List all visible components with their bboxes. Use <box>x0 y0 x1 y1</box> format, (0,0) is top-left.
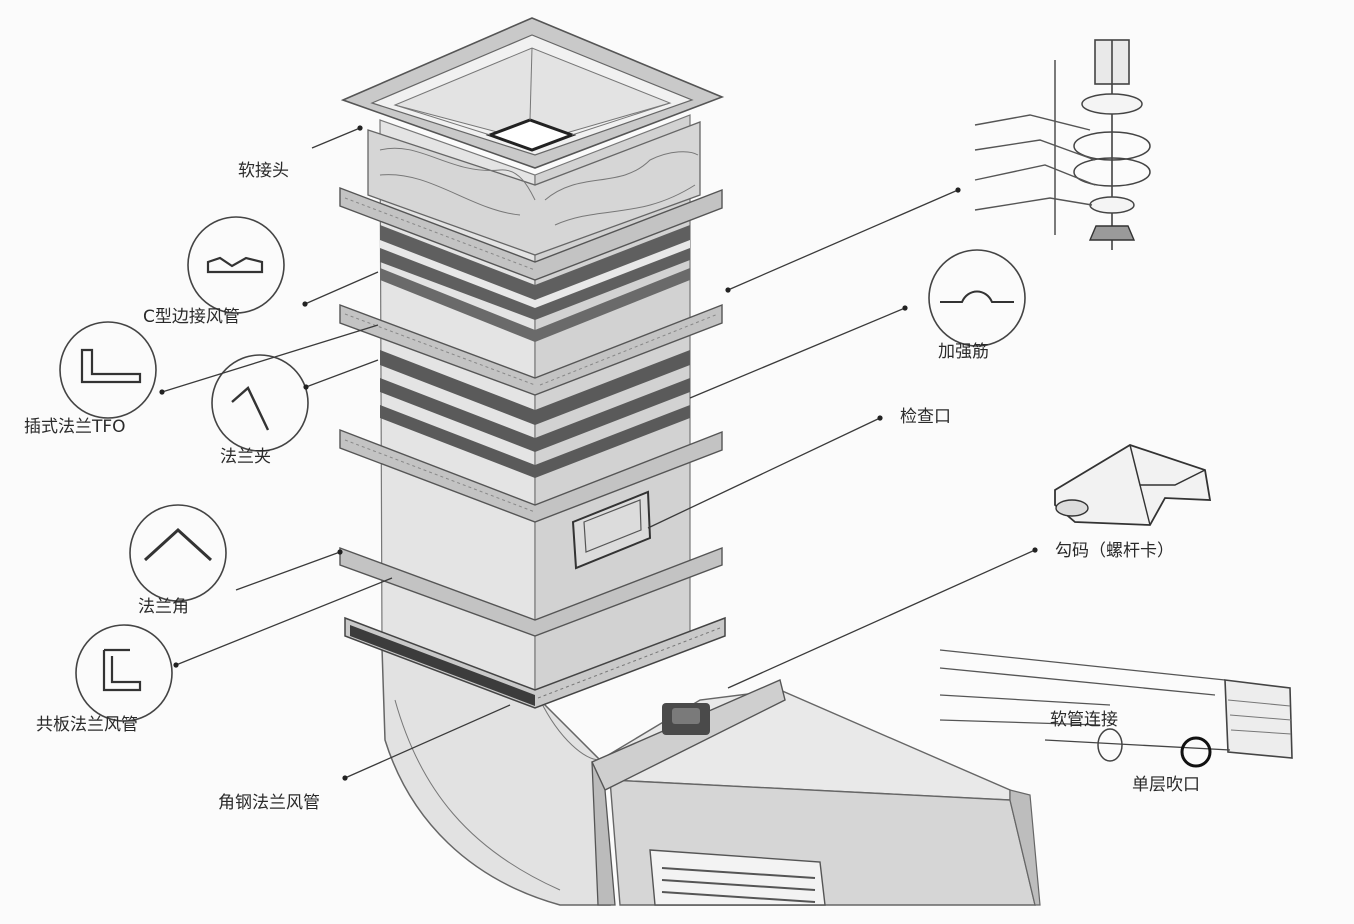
label-inspection-port: 检查口 <box>900 407 951 427</box>
leader-lines <box>159 125 1038 781</box>
label-flange-clip: 法兰夹 <box>220 447 271 467</box>
flange-6 <box>344 616 726 709</box>
flange-4 <box>339 428 723 523</box>
stiffened-section <box>380 350 690 478</box>
label-sheet-flange-duct: 共板法兰风管 <box>36 715 138 735</box>
inspection-port <box>571 490 652 570</box>
flange-2 <box>339 186 723 281</box>
label-angle-steel-duct: 角钢法兰风管 <box>218 793 320 813</box>
hook-clamp-detail <box>1054 444 1212 526</box>
horizontal-branch-duct <box>591 679 1041 906</box>
label-hose-connection: 软管连接 <box>1050 710 1118 730</box>
flange-angle-icon <box>129 504 227 602</box>
stiffener-rib-icon <box>928 249 1026 347</box>
c-type-duct-icon <box>187 216 285 314</box>
duct-elbow <box>381 646 611 906</box>
flange-clip-icon <box>211 354 309 452</box>
label-hook-bolt: 勾码（螺杆卡） <box>1055 541 1174 561</box>
label-single-layer-outlet: 单层吹口 <box>1132 775 1200 795</box>
soft-joint-section <box>367 121 701 256</box>
top-flange <box>340 17 725 169</box>
insert-flange-icon <box>59 321 157 419</box>
label-insert-flange: 插式法兰TFO <box>24 417 126 437</box>
label-soft-joint: 软接头 <box>238 161 289 181</box>
bolt-detail <box>974 39 1151 250</box>
label-flange-angle: 法兰角 <box>138 597 189 617</box>
hose-connection-detail <box>939 649 1293 768</box>
flange-5 <box>339 546 723 637</box>
sheet-flange-icon <box>75 624 173 722</box>
label-c-type-duct: C型边接风管 <box>143 307 240 327</box>
label-stiffener-rib: 加强筋 <box>938 342 989 362</box>
flange-3 <box>339 303 723 396</box>
c-type-section <box>380 225 690 342</box>
